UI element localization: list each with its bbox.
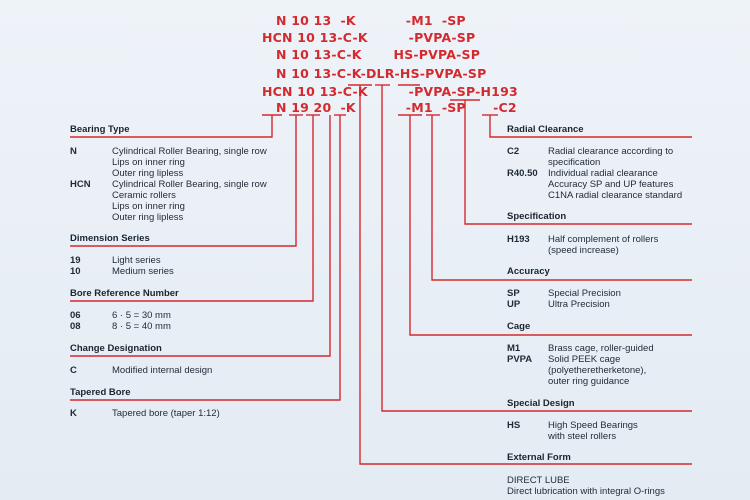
accuracy-up-text: Ultra Precision [548, 299, 610, 310]
leader-external-form [359, 85, 692, 465]
radial-clearance-title: Radial Clearance [507, 124, 584, 135]
special-design-key-hs: HS [507, 420, 521, 431]
leader-accuracy [431, 115, 692, 281]
code-line-1: N 10 13 -K -M1 -SP [276, 13, 466, 28]
code-line-2: HCN 10 13-C-K -PVPA-SP [262, 30, 476, 45]
external-form-title: External Form [507, 452, 571, 463]
bearing-type-hcn-line-3: Lips on inner ring [112, 201, 185, 212]
radial-clearance-c2-line-2: specification [548, 157, 601, 168]
specification-h193-line-2: (speed increase) [548, 245, 619, 256]
leader-bore-reference [70, 115, 314, 302]
bearing-type-key-hcn: HCN [70, 179, 91, 190]
specification-title: Specification [507, 211, 567, 222]
code-line-3: N 10 13-C-K HS-PVPA-SP [276, 47, 481, 62]
cage-key-m1: M1 [507, 343, 521, 354]
radial-clearance-key-c2: C2 [507, 146, 520, 157]
specification-key-h193: H193 [507, 234, 530, 245]
accuracy-sp-text: Special Precision [548, 288, 621, 299]
cage-m1-text: Brass cage, roller-guided [548, 343, 654, 354]
bearing-type-n-line-1: Cylindrical Roller Bearing, single row [112, 146, 267, 157]
leader-specification [464, 100, 692, 225]
code-line-5: HCN 10 13-C-K -PVPA-SP-H193 [262, 84, 518, 99]
dimension-series-10-text: Medium series [112, 266, 174, 277]
special-design-hs-line-2: with steel rollers [548, 431, 617, 442]
bore-reference-08-text: 8 · 5 = 40 mm [112, 321, 171, 332]
leader-special-design [381, 85, 692, 412]
bearing-type-n-line-3: Outer ring lipless [112, 168, 184, 179]
leader-cage [409, 115, 692, 336]
leader-dimension-series [70, 115, 297, 247]
change-designation-title: Change Designation [70, 343, 162, 354]
cage-pvpa-line-2: (polyetheretherketone), [548, 365, 647, 376]
bearing-type-hcn-line-4: Outer ring lipless [112, 212, 184, 223]
leader-bearing-type [70, 115, 273, 138]
external-form-line-1: DIRECT LUBE [507, 475, 570, 486]
cage-title: Cage [507, 321, 531, 332]
radial-clearance-c2-line-1: Radial clearance according to [548, 146, 674, 157]
cage-pvpa-line-3: outer ring guidance [548, 376, 630, 387]
radial-clearance-r4050-line-3: C1NA radial clearance standard [548, 190, 683, 201]
accuracy-key-up: UP [507, 299, 521, 310]
tapered-bore-key-k: K [70, 408, 77, 419]
special-design-hs-line-1: High Speed Bearings [548, 420, 638, 431]
accuracy-key-sp: SP [507, 288, 520, 299]
tapered-bore-k-text: Tapered bore (taper 1:12) [112, 408, 220, 419]
dimension-series-key-19: 19 [70, 255, 81, 266]
accuracy-title: Accuracy [507, 266, 550, 277]
bearing-type-hcn-line-2: Ceramic rollers [112, 190, 176, 201]
bore-reference-key-06: 06 [70, 310, 81, 321]
code-line-6: N 19 20 -K -M1 -SP -C2 [276, 100, 517, 115]
bearing-type-hcn-line-1: Cylindrical Roller Bearing, single row [112, 179, 267, 190]
dimension-series-key-10: 10 [70, 266, 81, 277]
dimension-series-title: Dimension Series [70, 233, 150, 244]
bore-reference-title: Bore Reference Number [70, 288, 179, 299]
change-designation-c-text: Modified internal design [112, 365, 213, 376]
specification-h193-line-1: Half complement of rollers [548, 234, 659, 245]
radial-clearance-r4050-line-2: Accuracy SP and UP features [548, 179, 674, 190]
radial-clearance-r4050-line-1: Individual radial clearance [548, 168, 658, 179]
leader-change-designation [70, 115, 331, 357]
cage-key-pvpa: PVPA [507, 354, 533, 365]
bearing-type-title: Bearing Type [70, 124, 130, 135]
bearing-type-key-n: N [70, 146, 77, 157]
external-form-line-2: Direct lubrication with integral O-rings [507, 486, 665, 497]
dimension-series-19-text: Light series [112, 255, 161, 266]
bore-reference-key-08: 08 [70, 321, 81, 332]
bore-reference-06-text: 6 · 5 = 30 mm [112, 310, 171, 321]
leader-tapered-bore [70, 115, 341, 401]
tapered-bore-title: Tapered Bore [70, 387, 131, 398]
leader-radial-clearance [489, 115, 692, 138]
cage-pvpa-line-1: Solid PEEK cage [548, 354, 621, 365]
special-design-title: Special Design [507, 398, 575, 409]
bearing-type-n-line-2: Lips on inner ring [112, 157, 185, 168]
radial-clearance-key-r4050: R40.50 [507, 168, 538, 179]
code-line-4: N 10 13-C-K-DLR-HS-PVPA-SP [276, 66, 487, 81]
change-designation-key-c: C [70, 365, 77, 376]
